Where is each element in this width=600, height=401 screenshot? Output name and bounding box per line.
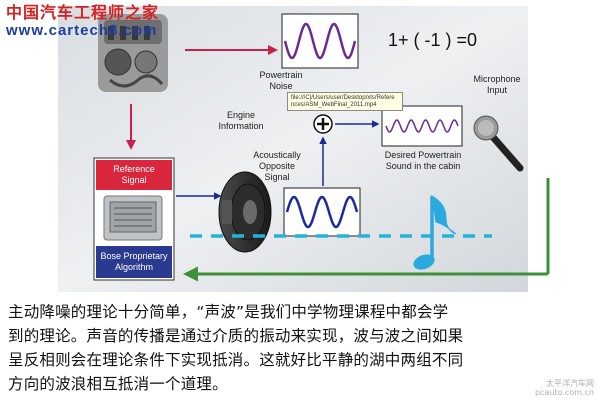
article-caption: 主动降噪的理论十分简单，“声波”是我们中学物理课程中都会学 到的理论。声音的传播…	[8, 300, 598, 396]
bose-processing-box	[93, 157, 175, 281]
site-name-cn: 中国汽车工程师之家	[6, 3, 160, 22]
microphone-image	[473, 115, 524, 172]
caption-line: 主动降噪的理论十分简单，“声波”是我们中学物理课程中都会学	[8, 303, 449, 321]
site-url: www.cartech8.com	[6, 22, 158, 39]
equation-text: 1+ ( -1 ) =0	[388, 30, 478, 50]
bose-algorithm-label: Bose Proprietary Algorithm	[100, 251, 168, 272]
caption-line: 呈反相则会在理论条件下实现抵消。这就好比平静的湖中两组不同	[8, 351, 464, 369]
engine-information-label: Engine Information	[218, 110, 264, 131]
acoustically-opposite-label: Acoustically Opposite Signal	[253, 150, 301, 182]
reference-signal-label: Reference Signal	[113, 164, 155, 185]
desired-sound-label: Desired Powertrain Sound in the cabin	[384, 150, 462, 171]
opposite-signal-wave	[283, 187, 361, 237]
diagram-graphics	[58, 6, 550, 292]
microphone-input-label: Microphone Input	[473, 74, 521, 95]
powertrain-noise-label: Powertrain Noise	[259, 70, 303, 91]
sum-node	[313, 114, 333, 134]
site-watermark: 中国汽车工程师之家 www.cartech8.com	[6, 4, 159, 40]
reference-signal-band	[96, 160, 172, 190]
caption-line: 到的理论。声音的传播是通过介质的振动来实现，波与波之间如果	[8, 327, 464, 345]
anc-diagram-panel: 中国汽车工程师之家 www.cartech8.com 1+ ( -1 ) =0 …	[6, 4, 550, 292]
powertrain-noise-wave	[281, 13, 359, 69]
desired-sound-wave	[381, 105, 463, 147]
corner-watermark: 太平洋汽车网 pcauto.com.cn	[535, 379, 594, 397]
engine-image	[98, 14, 168, 92]
algorithm-band	[96, 246, 172, 278]
caption-line: 方向的波浪相互抵消一个道理。	[8, 375, 228, 393]
music-note-icon	[413, 195, 457, 270]
speaker-image	[218, 171, 272, 253]
file-path-tooltip: file:///C|/Users/user/Desktop/xts/Refere…	[287, 92, 403, 111]
processor-module-image	[103, 195, 163, 241]
